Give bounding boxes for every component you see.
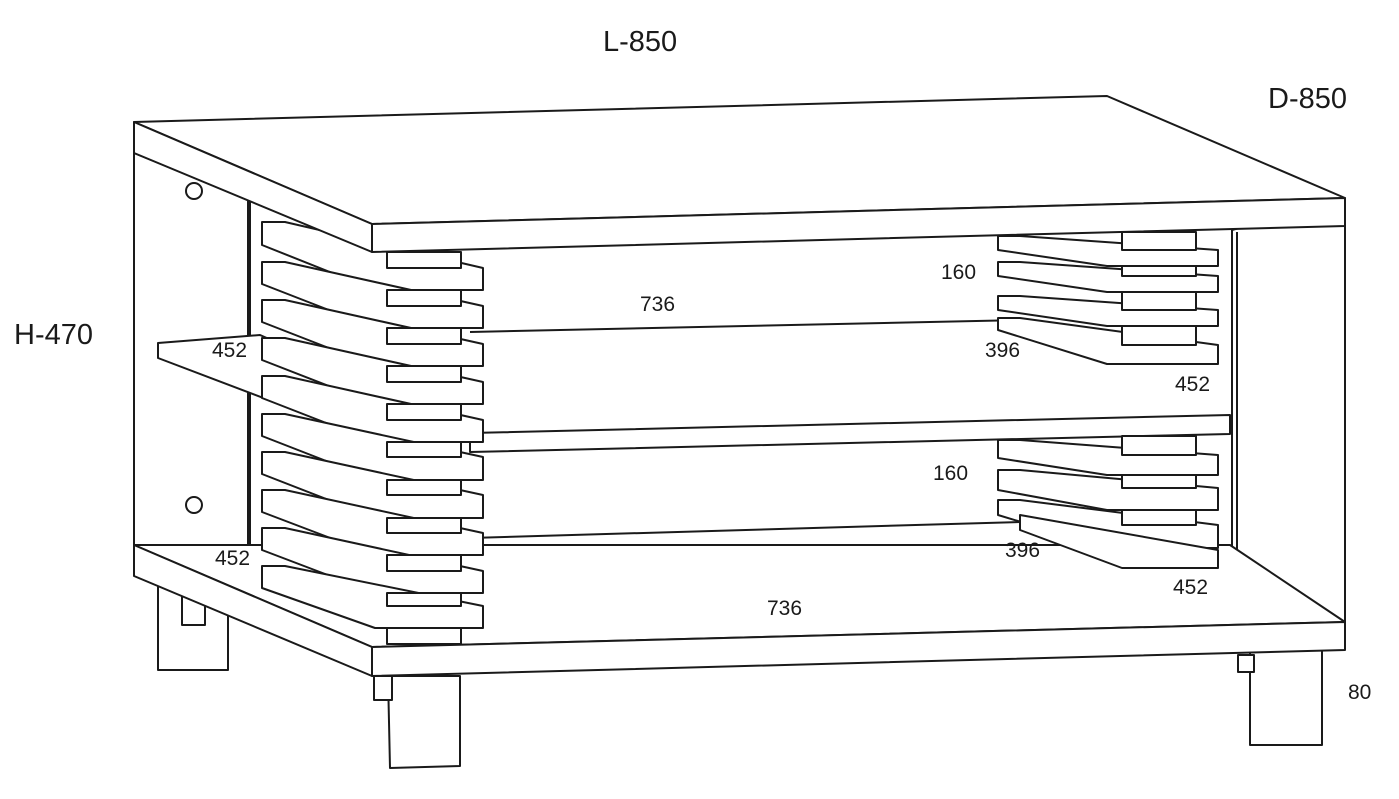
- right-lower-depth-label: 452: [1173, 576, 1209, 599]
- left-lower-depth-label: 452: [215, 547, 251, 570]
- left-slat-rack: [261, 221, 484, 645]
- left-slat-spacer: [386, 251, 462, 269]
- left-upper-depth-label: 452: [212, 339, 248, 362]
- left-panel-hole-bottom: [185, 496, 203, 514]
- lower-shelf-line: [469, 521, 1021, 539]
- right-slat-spacer: [1121, 291, 1197, 311]
- depth-label: D-850: [1268, 83, 1347, 115]
- front-left-leg-bracket: [373, 675, 393, 701]
- right-lower-slat-rack: [997, 435, 1219, 569]
- left-slat: [261, 489, 484, 556]
- right-slat: [997, 439, 1219, 476]
- right-slat-spacer: [1121, 435, 1197, 456]
- front-left-leg: [387, 675, 461, 769]
- right-slat-spacer: [1121, 265, 1197, 277]
- right-slat: [997, 235, 1219, 267]
- length-label: L-850: [603, 26, 678, 58]
- left-slat-spacer: [386, 592, 462, 607]
- left-slat-spacer: [386, 365, 462, 383]
- left-slat-spacer: [386, 627, 462, 645]
- right-upper-rack-depth-label: 396: [985, 339, 1021, 362]
- upper-shelf-width-label: 736: [640, 293, 676, 316]
- right-upper-depth-label: 452: [1175, 373, 1211, 396]
- right-slat-spacer: [1121, 509, 1197, 526]
- right-slat: [997, 499, 1219, 549]
- right-slat: [1019, 514, 1219, 569]
- left-slat-spacer: [386, 289, 462, 307]
- left-panel-hole-top: [185, 182, 203, 200]
- right-slat: [997, 295, 1219, 327]
- left-slat: [261, 451, 484, 519]
- left-slat-spacer: [386, 554, 462, 572]
- left-slat: [261, 527, 484, 594]
- back-right-leg-bracket: [1237, 654, 1255, 673]
- right-upper-rack-width-label: 160: [941, 261, 977, 284]
- right-slat: [997, 317, 1219, 365]
- left-slat: [261, 375, 484, 443]
- height-label: H-470: [14, 319, 93, 351]
- upper-shelf-line: [469, 319, 1021, 333]
- right-slat: [997, 469, 1219, 511]
- left-slat: [261, 299, 484, 367]
- left-slat-spacer: [386, 479, 462, 496]
- right-slat-spacer: [1121, 474, 1197, 489]
- lower-shelf-width-label: 736: [767, 597, 803, 620]
- right-upper-slat-rack: [997, 231, 1219, 365]
- left-slat-spacer: [386, 517, 462, 534]
- left-slat: [261, 413, 484, 481]
- bottom-base-front-face: [371, 621, 1346, 677]
- tabletop-front-face: [371, 197, 1346, 253]
- left-slat: [261, 337, 484, 405]
- back-right-leg: [1249, 649, 1323, 746]
- left-slat-spacer: [386, 403, 462, 421]
- left-slat: [261, 565, 484, 629]
- right-slat-spacer: [1121, 325, 1197, 346]
- right-slat-spacer: [1121, 231, 1197, 251]
- middle-divider-front: [469, 414, 1231, 453]
- left-slat: [261, 261, 484, 329]
- left-slat-spacer: [386, 441, 462, 458]
- right-lower-rack-width-label: 160: [933, 462, 969, 485]
- left-slat-spacer: [386, 327, 462, 345]
- leg-height-label: 80: [1348, 681, 1372, 704]
- right-lower-rack-depth-label: 396: [1005, 539, 1041, 562]
- right-slat: [997, 261, 1219, 293]
- left-slat: [261, 221, 484, 291]
